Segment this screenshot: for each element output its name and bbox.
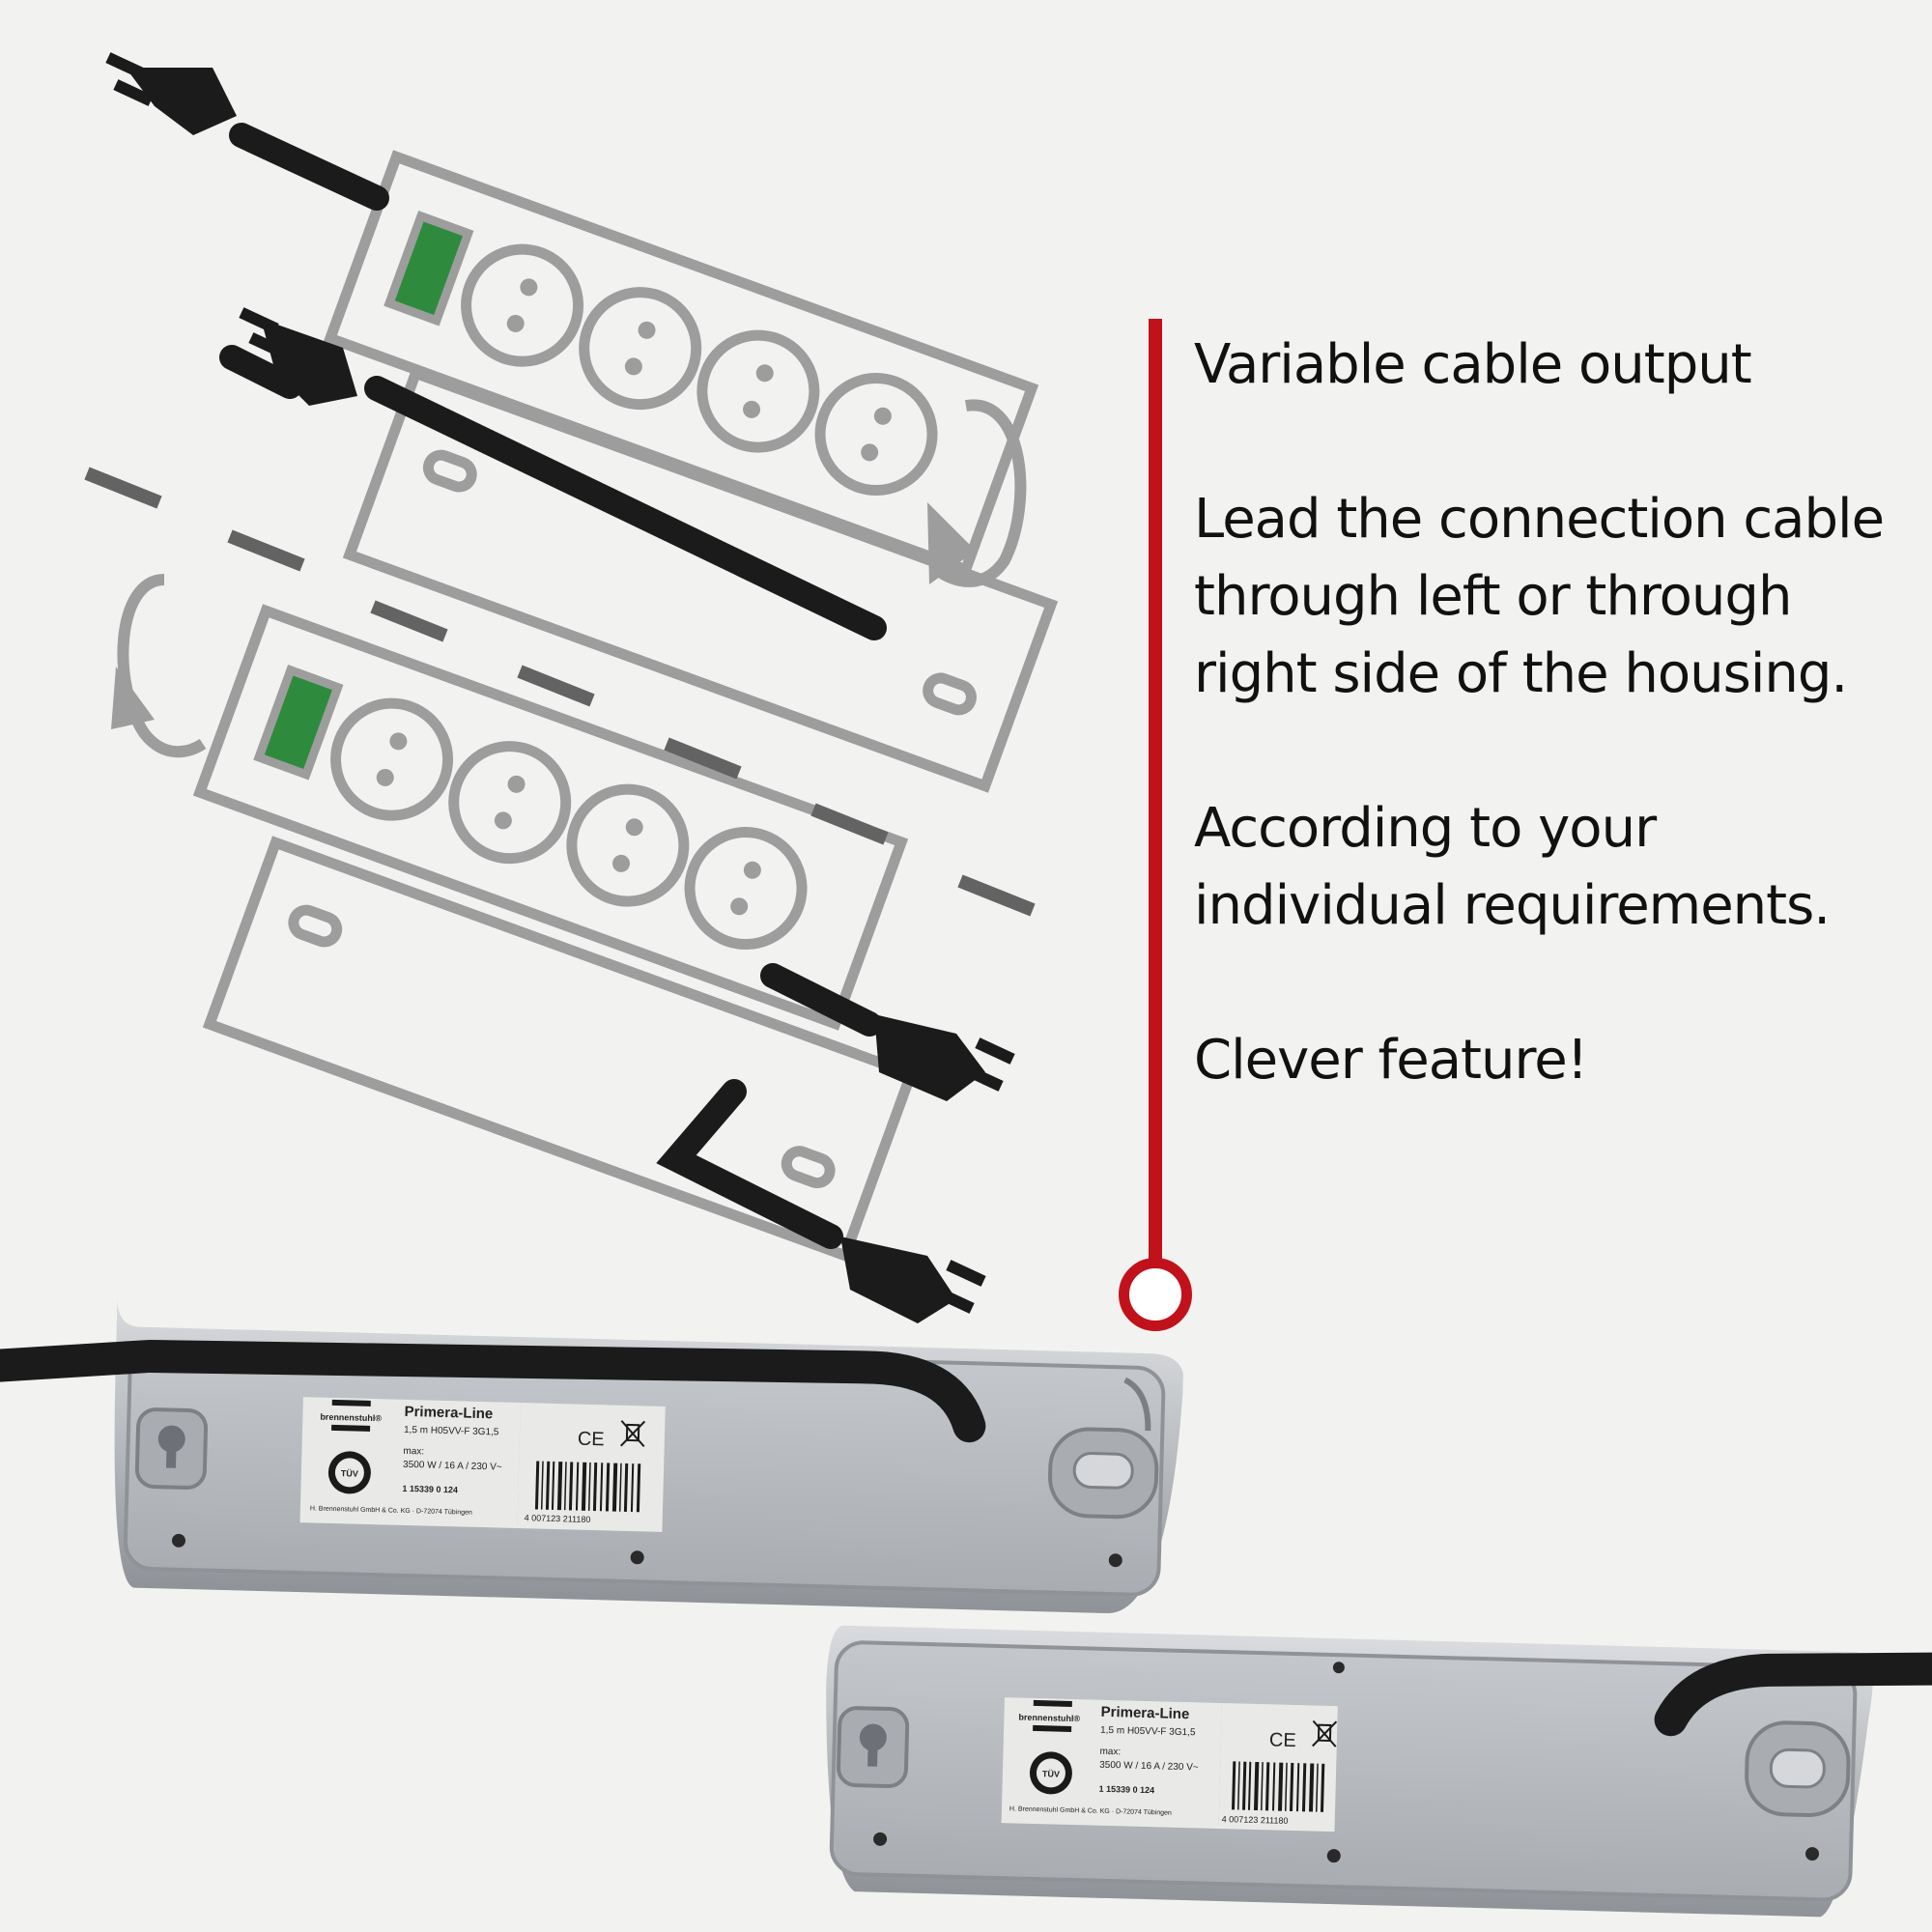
label-max: max: [403, 1446, 424, 1458]
rotate-arrow-icon [111, 574, 207, 758]
barcode [1232, 1761, 1325, 1812]
tuv-seal-icon: TÜV [327, 1451, 371, 1494]
label-cable-spec: 1,5 m H05VV-F 3G1,5 [1100, 1725, 1196, 1739]
product-label: brennenstuhl® Primera-Line 1,5 m H05VV-F… [299, 1397, 666, 1532]
svg-text:TÜV: TÜV [1042, 1769, 1060, 1778]
callout-marker [1119, 1258, 1192, 1331]
cable-routing-diagram [111, 150, 1059, 1263]
label-article-number: 1 15339 0 124 [1098, 1784, 1154, 1796]
rotate-arrow-icon [927, 399, 1027, 587]
barcode-digits: 4 007123 211180 [525, 1513, 591, 1524]
headline: Variable cable output [1194, 333, 1752, 396]
mounting-keyhole [1745, 1720, 1851, 1817]
cables [219, 123, 887, 1249]
socket-outlets [461, 243, 938, 497]
plug-icon [105, 52, 237, 135]
plug-icon [239, 307, 357, 406]
housing-photo-right-exit: brennenstuhl® Primera-Line 1,5 m H05VV-F… [826, 1625, 1932, 1918]
callout-line [1149, 319, 1162, 1275]
lower-strip-top-view [192, 604, 909, 1031]
label-manufacturer: H. Brennenstuhl GmbH & Co. KG · D-72074 … [1009, 1805, 1172, 1816]
mounting-keyhole [837, 1706, 910, 1789]
tuv-seal-icon: TÜV [1029, 1751, 1072, 1795]
label-max: max: [1099, 1747, 1121, 1758]
ce-mark: CE [578, 1429, 605, 1451]
description-requirements: According to your individual requirement… [1194, 797, 1831, 937]
power-switch-icon [384, 210, 474, 327]
label-rating: 3500 W / 16 A / 230 V~ [1099, 1760, 1199, 1774]
housing-photo-left-exit: brennenstuhl® Primera-Line 1,5 m H05VV-F… [0, 1297, 1183, 1614]
weee-bin-icon [619, 1420, 646, 1448]
lower-strip-back-view [202, 836, 919, 1263]
plug-icon [874, 1014, 1015, 1101]
mounting-keyhole [134, 1407, 209, 1491]
barcode [534, 1461, 641, 1513]
separator-dashes [84, 467, 1036, 917]
label-product-name: Primera-Line [1100, 1704, 1189, 1722]
svg-text:TÜV: TÜV [341, 1468, 358, 1478]
upper-strip-back-view [342, 366, 1059, 793]
tagline: Clever feature! [1194, 1029, 1588, 1092]
power-switch-icon [253, 664, 344, 781]
label-cable-spec: 1,5 m H05VV-F 3G1,5 [404, 1425, 499, 1438]
upper-strip-top-view [323, 150, 1039, 577]
barcode-digits: 4 007123 211180 [1222, 1814, 1289, 1826]
plug-icon [840, 1236, 986, 1323]
description-routing: Lead the connection cable through left o… [1194, 488, 1885, 705]
label-manufacturer: H. Brennenstuhl GmbH & Co. KG · D-72074 … [310, 1505, 472, 1516]
weee-bin-icon [1312, 1719, 1338, 1747]
mounting-keyhole [1048, 1427, 1159, 1520]
brand-logo: brennenstuhl® [320, 1412, 382, 1424]
socket-outlets [330, 697, 808, 951]
ce-mark: CE [1269, 1729, 1296, 1751]
label-article-number: 1 15339 0 124 [402, 1484, 458, 1495]
label-product-name: Primera-Line [404, 1404, 493, 1422]
label-rating: 3500 W / 16 A / 230 V~ [403, 1460, 502, 1473]
feature-copy: Variable cable output Lead the connectio… [1194, 327, 1909, 1099]
brand-logo: brennenstuhl® [1018, 1713, 1080, 1724]
product-label: brennenstuhl® Primera-Line 1,5 m H05VV-F… [1001, 1697, 1338, 1833]
